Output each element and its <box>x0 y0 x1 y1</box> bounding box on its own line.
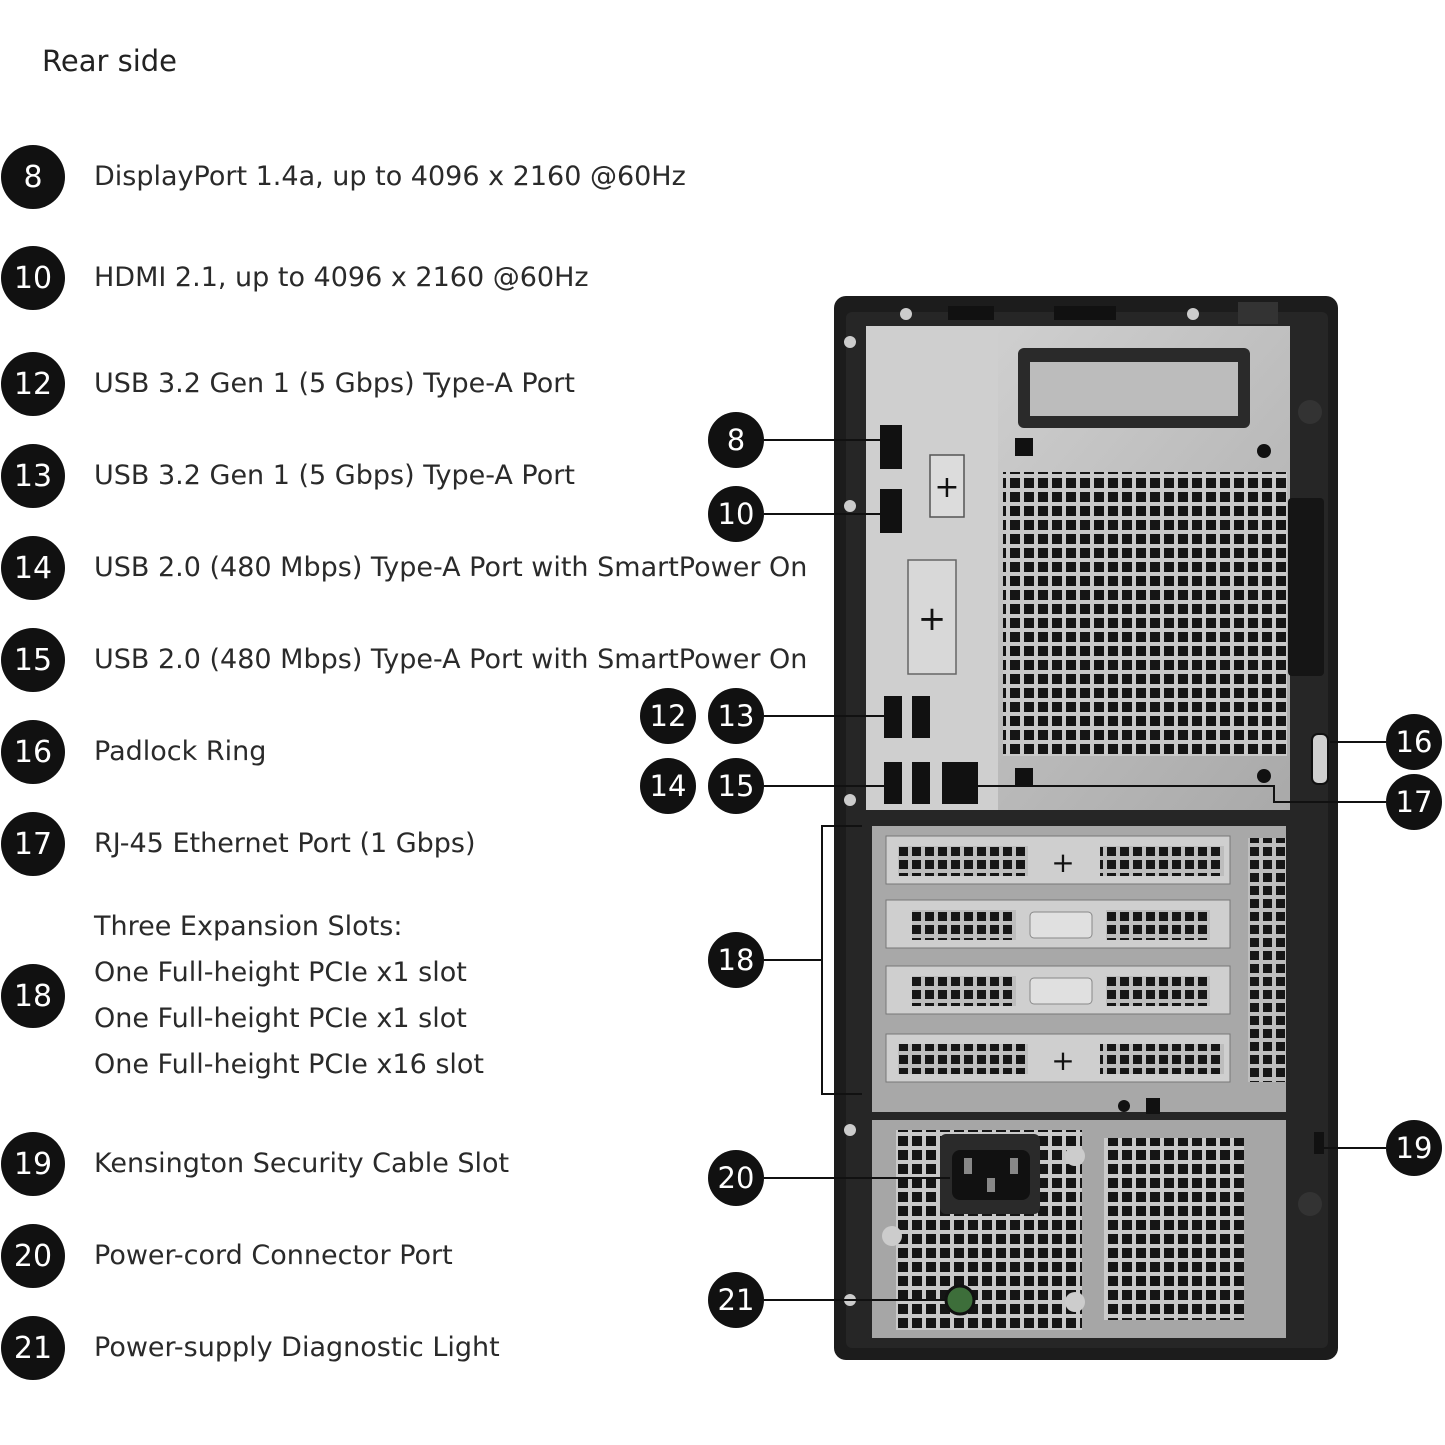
legend-label: One Full-height PCIe x1 slot <box>94 1003 467 1034</box>
callout-badge-21: 21 <box>708 1272 764 1328</box>
legend-number-badge: 16 <box>1 720 65 784</box>
callout-badge-14: 14 <box>640 758 696 814</box>
legend-number-badge: 14 <box>1 536 65 600</box>
callout-badge-10: 10 <box>708 486 764 542</box>
legend-label: Power-supply Diagnostic Light <box>94 1332 500 1363</box>
legend-label: HDMI 2.1, up to 4096 x 2160 @60Hz <box>94 262 589 293</box>
legend-number-badge: 18 <box>1 964 65 1028</box>
legend-number-badge: 10 <box>1 246 65 310</box>
usb-port-15 <box>912 762 930 804</box>
legend-label: DisplayPort 1.4a, up to 4096 x 2160 @60H… <box>94 161 686 192</box>
callout-badge-18: 18 <box>708 932 764 988</box>
legend-number-badge: 21 <box>1 1316 65 1380</box>
callout-badge-19: 19 <box>1386 1120 1442 1176</box>
legend-number-badge: 8 <box>1 145 65 209</box>
usb-port-12 <box>884 696 902 738</box>
callout-badge-17: 17 <box>1386 774 1442 830</box>
legend-number-badge: 12 <box>1 352 65 416</box>
legend-number-badge: 13 <box>1 444 65 508</box>
legend-label: One Full-height PCIe x1 slot <box>94 957 467 988</box>
usb-port-13 <box>912 696 930 738</box>
legend-label: USB 3.2 Gen 1 (5 Gbps) Type-A Port <box>94 460 575 491</box>
callout-badge-12: 12 <box>640 688 696 744</box>
callout-badge-8: 8 <box>708 412 764 468</box>
usb-port-14 <box>884 762 902 804</box>
legend-label: RJ-45 Ethernet Port (1 Gbps) <box>94 828 476 859</box>
callout-badge-16: 16 <box>1386 714 1442 770</box>
hdmi-port <box>880 489 902 533</box>
svg-text:+: + <box>1051 1044 1074 1077</box>
kensington-slot <box>1314 1132 1324 1154</box>
displayport-port <box>880 425 902 469</box>
legend-label: One Full-height PCIe x16 slot <box>94 1049 484 1080</box>
callout-badge-15: 15 <box>708 758 764 814</box>
legend-label: USB 2.0 (480 Mbps) Type-A Port with Smar… <box>94 644 808 675</box>
diagnostic-light <box>944 1284 976 1316</box>
legend-label: Power-cord Connector Port <box>94 1240 453 1271</box>
legend-label: USB 3.2 Gen 1 (5 Gbps) Type-A Port <box>94 368 575 399</box>
legend-number-badge: 17 <box>1 812 65 876</box>
legend-label: Kensington Security Cable Slot <box>94 1148 510 1179</box>
svg-text:+: + <box>918 599 947 639</box>
page-title: Rear side <box>42 44 178 78</box>
main-vent-grill <box>1003 472 1287 756</box>
legend-number-badge: 19 <box>1 1132 65 1196</box>
svg-text:+: + <box>934 470 959 505</box>
legend-number-badge: 20 <box>1 1224 65 1288</box>
legend-number-badge: 15 <box>1 628 65 692</box>
padlock-ring <box>1311 733 1329 785</box>
ethernet-port <box>942 762 978 804</box>
svg-text:+: + <box>1051 846 1074 879</box>
legend-label: USB 2.0 (480 Mbps) Type-A Port with Smar… <box>94 552 808 583</box>
callout-badge-20: 20 <box>708 1150 764 1206</box>
callout-badge-13: 13 <box>708 688 764 744</box>
legend-label: Three Expansion Slots: <box>94 911 403 942</box>
legend-label: Padlock Ring <box>94 736 267 767</box>
